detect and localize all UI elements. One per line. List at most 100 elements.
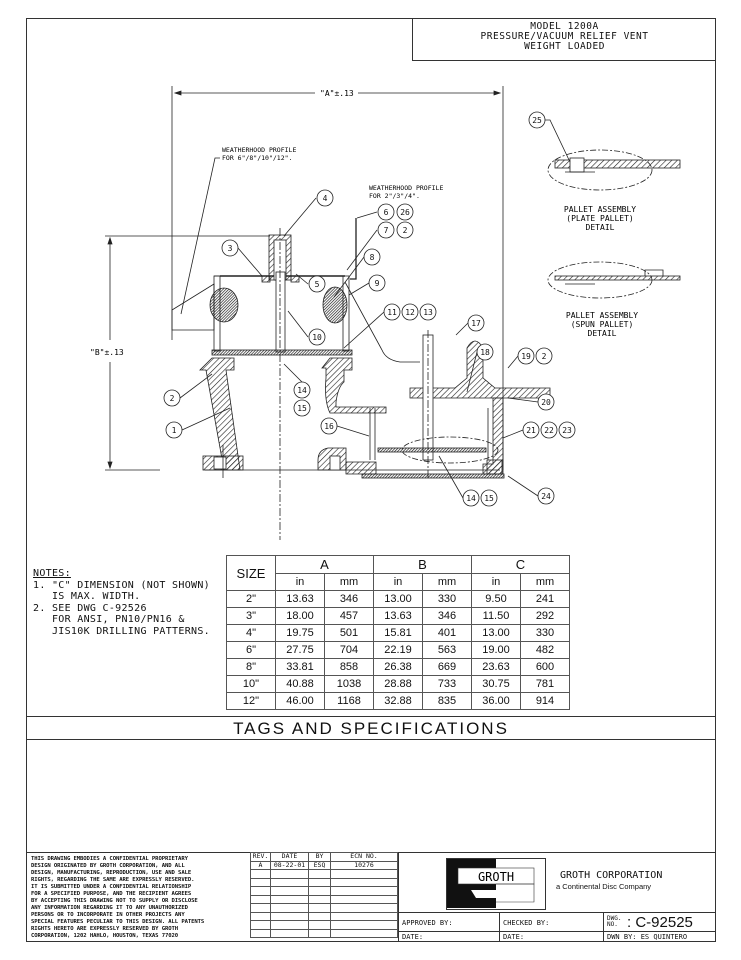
dimension-cell: 501 (324, 624, 374, 642)
model-subtitle: WEIGHT LOADED (524, 41, 605, 52)
vent-drawing: "A"±.13 "B"±.13 WEATHERHOOD PROFILE FOR … (90, 86, 681, 540)
rev-date: 08-22-01 (270, 860, 309, 870)
spun-detail-title: PALLET ASSEMBLY (566, 311, 638, 320)
note-1: 1. "C" DIMENSION (NOT SHOWN) IS MAX. WID… (33, 579, 210, 603)
unit-header: in (275, 573, 325, 591)
size-cell: 2" (226, 590, 276, 608)
checked-date-field: DATE: (499, 931, 603, 942)
callout-balloon: 17 (467, 314, 485, 332)
rev-header: REV. (250, 852, 271, 862)
svg-text:2: 2 (542, 352, 547, 361)
dimension-cell: 33.81 (275, 658, 325, 676)
svg-text:7: 7 (384, 226, 389, 235)
svg-text:15: 15 (297, 404, 307, 413)
svg-text:5: 5 (315, 280, 320, 289)
dimension-cell: 9.50 (471, 590, 521, 608)
dimension-cell: 13.00 (373, 590, 423, 608)
callout-balloon: 20 (537, 393, 555, 411)
confidential-notice: THIS DRAWING EMBODIES A CONFIDENTIAL PRO… (31, 856, 205, 939)
size-cell: 4" (226, 624, 276, 642)
rev-by: ESQ (308, 860, 331, 870)
callout-balloon: 1 (165, 421, 183, 439)
dimension-cell: 858 (324, 658, 374, 676)
dimension-cell: 30.75 (471, 675, 521, 693)
size-header: SIZE (226, 555, 276, 591)
svg-text:11: 11 (387, 308, 397, 317)
callout-balloon: 15 (293, 399, 311, 417)
dwg-no-label: DWG. NO. (607, 915, 622, 928)
dimension-cell: 704 (324, 641, 374, 659)
svg-text:21: 21 (526, 426, 536, 435)
by-header: BY (308, 852, 331, 862)
callout-balloon: 2 (396, 221, 414, 239)
callout-balloon: 12 (401, 303, 419, 321)
callout-balloon: 14 (293, 381, 311, 399)
title-block: MODEL 1200A PRESSURE/VACUUM RELIEF VENT … (412, 18, 716, 61)
groth-logo: GROTH (446, 858, 546, 910)
group-a-header: A (275, 555, 374, 574)
drawn-by-field: DWN BY: ES QUINTERO (603, 931, 716, 942)
dimension-cell: 330 (520, 624, 570, 642)
dim-b-label: "B"±.13 (90, 348, 124, 357)
weight-left (209, 287, 239, 323)
dimension-cell: 346 (422, 607, 472, 625)
revision-row: A 08-22-01 ESQ 10276 (250, 860, 398, 870)
svg-text:3: 3 (228, 244, 233, 253)
callout-balloon: 4 (316, 189, 334, 207)
dimension-cell: 241 (520, 590, 570, 608)
size-cell: 12" (226, 692, 276, 710)
dimension-cell: 28.88 (373, 675, 423, 693)
svg-text:4: 4 (323, 194, 328, 203)
dimension-cell: 40.88 (275, 675, 325, 693)
group-c-header: C (471, 555, 570, 574)
svg-text:8: 8 (370, 253, 375, 262)
approved-by-field: APPROVED BY: (398, 912, 499, 931)
callout-balloon: 11 (383, 303, 401, 321)
dwg-no-value: : C-92525 (627, 913, 693, 931)
dimension-cell: 733 (422, 675, 472, 693)
plate-pallet-detail (547, 149, 653, 191)
dimension-cell: 11.50 (471, 607, 521, 625)
size-cell: 6" (226, 641, 276, 659)
dimension-cell: 13.00 (471, 624, 521, 642)
rev-ecn: 10276 (330, 860, 398, 870)
callout-balloon: 16 (320, 417, 338, 435)
svg-text:14: 14 (466, 494, 476, 503)
callout-balloon: 6 (377, 203, 395, 221)
callout-balloon: 22 (540, 421, 558, 439)
dimension-cell: 835 (422, 692, 472, 710)
svg-text:2: 2 (170, 394, 175, 403)
unit-header: mm (422, 573, 472, 591)
size-cell: 8" (226, 658, 276, 676)
company-block (398, 852, 716, 912)
dimension-cell: 1168 (324, 692, 374, 710)
dimension-cell: 401 (422, 624, 472, 642)
dimension-cell: 346 (324, 590, 374, 608)
svg-text:20: 20 (541, 398, 551, 407)
dimension-cell: 330 (422, 590, 472, 608)
svg-text:26: 26 (400, 208, 410, 217)
dimension-cell: 46.00 (275, 692, 325, 710)
callout-balloon: 3 (221, 239, 239, 257)
ecn-header: ECN NO. (330, 852, 398, 862)
callout-balloon: 8 (363, 248, 381, 266)
svg-text:25: 25 (532, 116, 542, 125)
weatherhood-note-small: WEATHERHOOD PROFILE (369, 184, 443, 192)
callout-balloon: 19 (517, 347, 535, 365)
approved-date-field: DATE: (398, 931, 499, 942)
unit-header: in (373, 573, 423, 591)
callout-balloon: 2 (535, 347, 553, 365)
svg-text:23: 23 (562, 426, 572, 435)
svg-text:24: 24 (541, 492, 551, 501)
callout-balloon: 10 (308, 328, 326, 346)
spun-detail-type: (SPUN PALLET) (571, 320, 634, 329)
dimension-cell: 781 (520, 675, 570, 693)
callout-balloon: 13 (419, 303, 437, 321)
dimension-cell: 669 (422, 658, 472, 676)
company-subtitle: a Continental Disc Company (556, 882, 652, 891)
